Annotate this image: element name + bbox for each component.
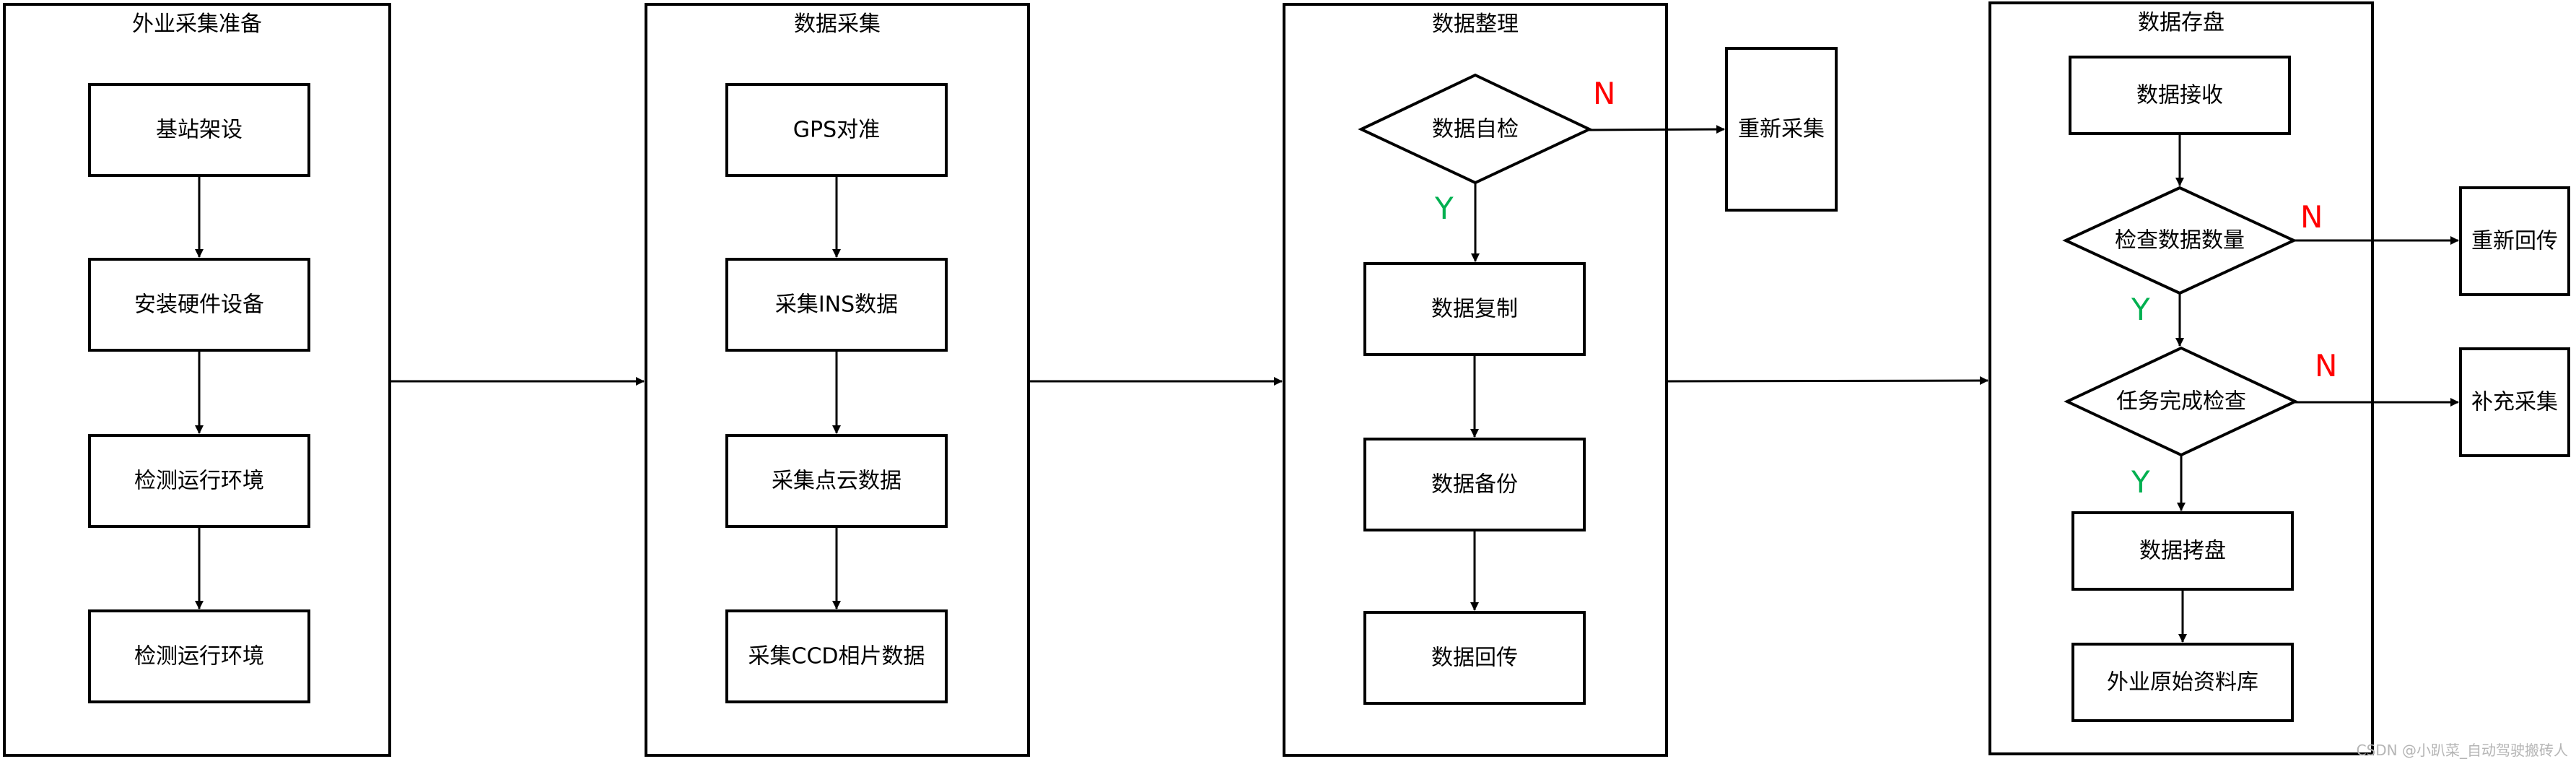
collect-ins-label: 采集INS数据 [775,292,898,318]
lane-field-prep [3,3,391,757]
collect-pointcloud-label: 采集点云数据 [772,469,901,494]
check-env-2-label: 检测运行环境 [134,644,264,669]
data-copy-label: 数据复制 [1431,297,1518,322]
lane-data-storage [1988,1,2374,755]
yes-mark-self-check: Y [1434,191,1454,226]
yes-mark-task-check: Y [2131,464,2150,500]
data-receive-label: 数据接收 [2136,83,2223,108]
gps-align-label: GPS对准 [793,118,880,143]
check-env-2-box [88,609,310,703]
data-self-check-label: 数据自检 [1432,117,1519,142]
base-station-label: 基站架设 [156,118,243,143]
raw-database-label: 外业原始资料库 [2107,670,2258,695]
task-check-label: 任务完成检查 [2116,389,2246,414]
install-hardware-label: 安装硬件设备 [134,292,264,318]
lane-title-data-storage: 数据存盘 [2138,10,2224,35]
recollect-label: 重新采集 [1738,117,1825,142]
re-upload-box [2459,186,2570,296]
no-mark-task-check: N [2315,348,2337,383]
re-upload-label: 重新回传 [2471,229,2558,254]
lane-title-data-arrangement: 数据整理 [1432,12,1519,37]
yes-mark-check-quantity: Y [2131,292,2150,327]
collect-ccd-label: 采集CCD相片数据 [748,644,925,669]
data-backup-label: 数据备份 [1431,472,1518,498]
lane-data-arrangement [1283,3,1668,757]
collect-ccd-box [725,609,948,703]
raw-database-box [2071,643,2294,722]
no-mark-self-check: N [1593,76,1615,111]
arrow-selfcheck-recollect [1589,125,1725,134]
data-copy-disk-label: 数据拷盘 [2139,539,2226,564]
watermark: CSDN @小趴菜_自动驾驶搬砖人 [2357,742,2568,759]
recollect-box [1725,47,1838,212]
check-quantity-label: 检查数据数量 [2115,228,2245,253]
check-env-1-label: 检测运行环境 [134,469,264,494]
supplement-collect-box [2459,347,2570,457]
lane-title-field-prep: 外业采集准备 [132,12,262,37]
data-upload-box [1363,611,1586,705]
lane-data-collection [645,3,1030,757]
data-upload-label: 数据回传 [1431,646,1518,671]
no-mark-check-quantity: N [2300,199,2323,235]
supplement-collect-label: 补充采集 [2471,390,2558,415]
lane-title-data-collection: 数据采集 [794,12,881,37]
